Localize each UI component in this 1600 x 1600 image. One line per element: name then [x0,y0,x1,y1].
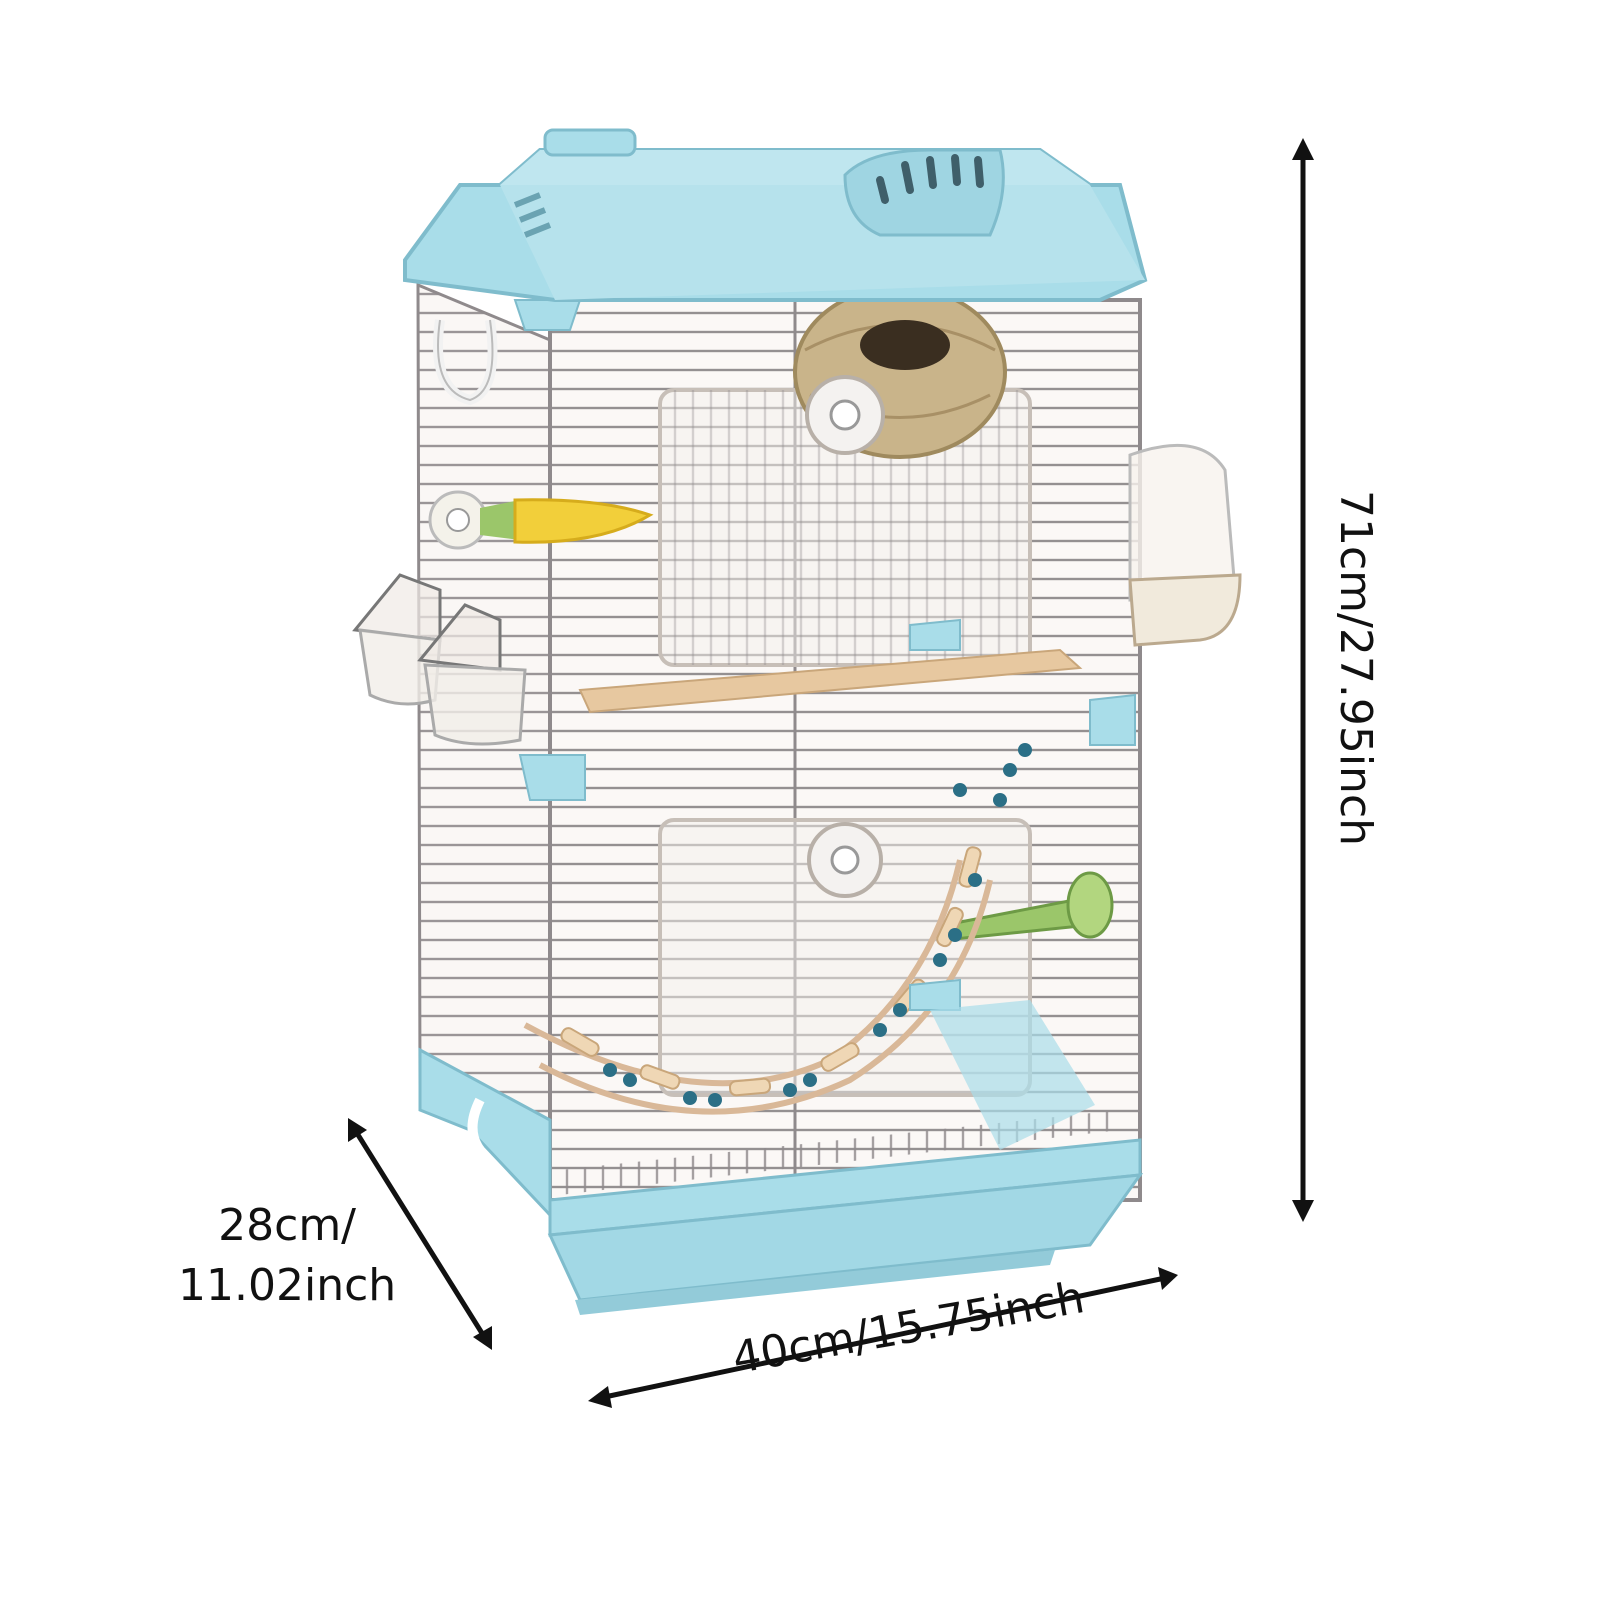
hanging-food-cup-right [417,603,527,746]
water-bottle-feeder-lower [807,822,883,898]
height-dimension-label: 71cm/27.95inch [1330,490,1381,847]
water-bottle-feeder-upper [805,375,885,455]
beaded-ladder [523,743,1032,1115]
clear-platform-lower [658,818,1032,1097]
clear-platform-upper [658,388,1032,667]
hanger-hook [433,319,498,406]
depth-dimension-label-inch: 11.02inch [178,1260,397,1311]
cage-base-tray [418,1000,1144,1315]
depth-dimension-label: 28cm/ 11.02inch [178,1196,396,1316]
depth-dimension-label-cm: 28cm/ [218,1200,357,1251]
hanging-food-cup-left [352,573,442,706]
wood-perch-shelf [578,648,1083,714]
cage-roof [403,128,1148,302]
height-dimension-arrow [1292,138,1314,1222]
corn-chew-toy [428,490,654,550]
side-bath-feeder [1128,443,1242,647]
depth-dimension-arrow [348,1118,492,1350]
width-dimension-arrow [588,1267,1178,1408]
